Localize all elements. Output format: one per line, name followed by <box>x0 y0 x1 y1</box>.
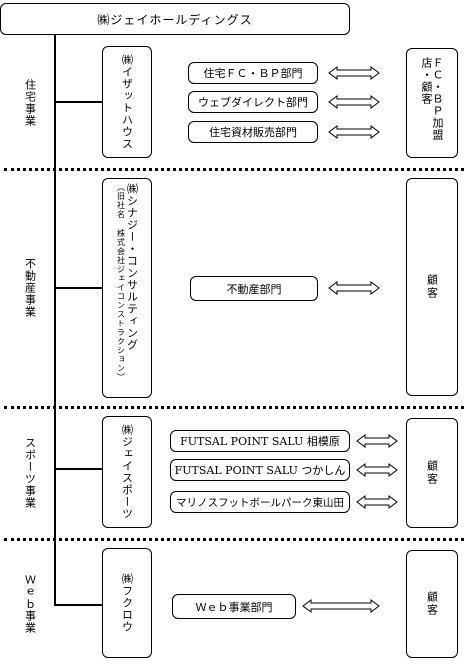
arrow-real-estate <box>328 281 380 295</box>
company-former-name-synergy: （旧社名 株式会社ジェイコンストラクション） <box>116 183 126 382</box>
arrow-housing-3 <box>328 125 380 139</box>
segment-label-real-estate: 不動産事業 <box>23 258 37 318</box>
segment-label-housing: 住宅事業 <box>23 79 37 127</box>
dept-housing-materials: 住宅資材販売部門 <box>188 121 318 143</box>
holding-company-name: ㈱ジェイホールディングス <box>97 12 253 27</box>
separator-1 <box>4 168 464 171</box>
arrow-sports-1 <box>356 434 398 448</box>
company-box-synergy: （旧社名 株式会社ジェイコンストラクション） ㈱シナジー・コンサルティング <box>102 178 152 398</box>
arrow-sports-3 <box>356 495 398 509</box>
dept-futsal-tsukashin: FUTSAL POINT SALU つかしん <box>170 459 350 481</box>
customer-label-housing: ＦＣ・ＢＰ加盟店・顧客 <box>420 57 444 141</box>
customer-box-housing: ＦＣ・ＢＰ加盟店・顧客 <box>406 48 458 158</box>
dept-real-estate: 不動産部門 <box>190 276 318 301</box>
arrow-sports-2 <box>356 463 398 477</box>
separator-2 <box>4 406 464 409</box>
separator-3 <box>4 538 464 541</box>
company-name-fukurou: ㈱フクロウ <box>120 573 134 633</box>
company-box-j-sports: ㈱ジェイスポーツ <box>102 416 152 528</box>
customer-box-real-estate: 顧客 <box>406 178 458 396</box>
dept-futsal-sagamihara: FUTSAL POINT SALU 相模原 <box>170 430 350 452</box>
dept-web-business: Ｗｅｂ事業部門 <box>172 594 296 619</box>
connector-real-estate <box>54 287 102 289</box>
arrow-housing-1 <box>328 66 380 80</box>
trunk-line <box>54 35 56 605</box>
dept-housing-fc-bp: 住宅ＦＣ・ＢＰ部門 <box>188 62 318 84</box>
connector-sports <box>54 468 102 470</box>
customer-label-sports: 顧客 <box>425 460 439 486</box>
segment-label-sports: スポーツ事業 <box>23 437 37 509</box>
connector-housing <box>54 101 102 103</box>
customer-box-sports: 顧客 <box>406 418 458 528</box>
company-name-j-sports: ㈱ジェイスポーツ <box>120 424 134 520</box>
company-name-synergy: ㈱シナジー・コンサルティング <box>125 183 139 351</box>
arrow-housing-2 <box>328 95 380 109</box>
company-box-izat-house: ㈱イザットハウス <box>102 46 152 158</box>
dept-web-direct: ウェブダイレクト部門 <box>188 91 318 113</box>
customer-box-web: 顧客 <box>406 550 458 658</box>
segment-label-web: Ｗｅｂ事業 <box>23 574 37 634</box>
holding-company-box: ㈱ジェイホールディングス <box>0 3 350 35</box>
company-name-izat-house: ㈱イザットハウス <box>120 54 134 150</box>
company-box-fukurou: ㈱フクロウ <box>102 548 152 658</box>
customer-label-real-estate: 顧客 <box>425 274 439 300</box>
connector-web <box>54 604 102 606</box>
customer-label-web: 顧客 <box>425 591 439 617</box>
dept-marinos-football-park: マリノスフットボールパーク東山田 <box>170 491 350 513</box>
arrow-web <box>302 599 380 613</box>
